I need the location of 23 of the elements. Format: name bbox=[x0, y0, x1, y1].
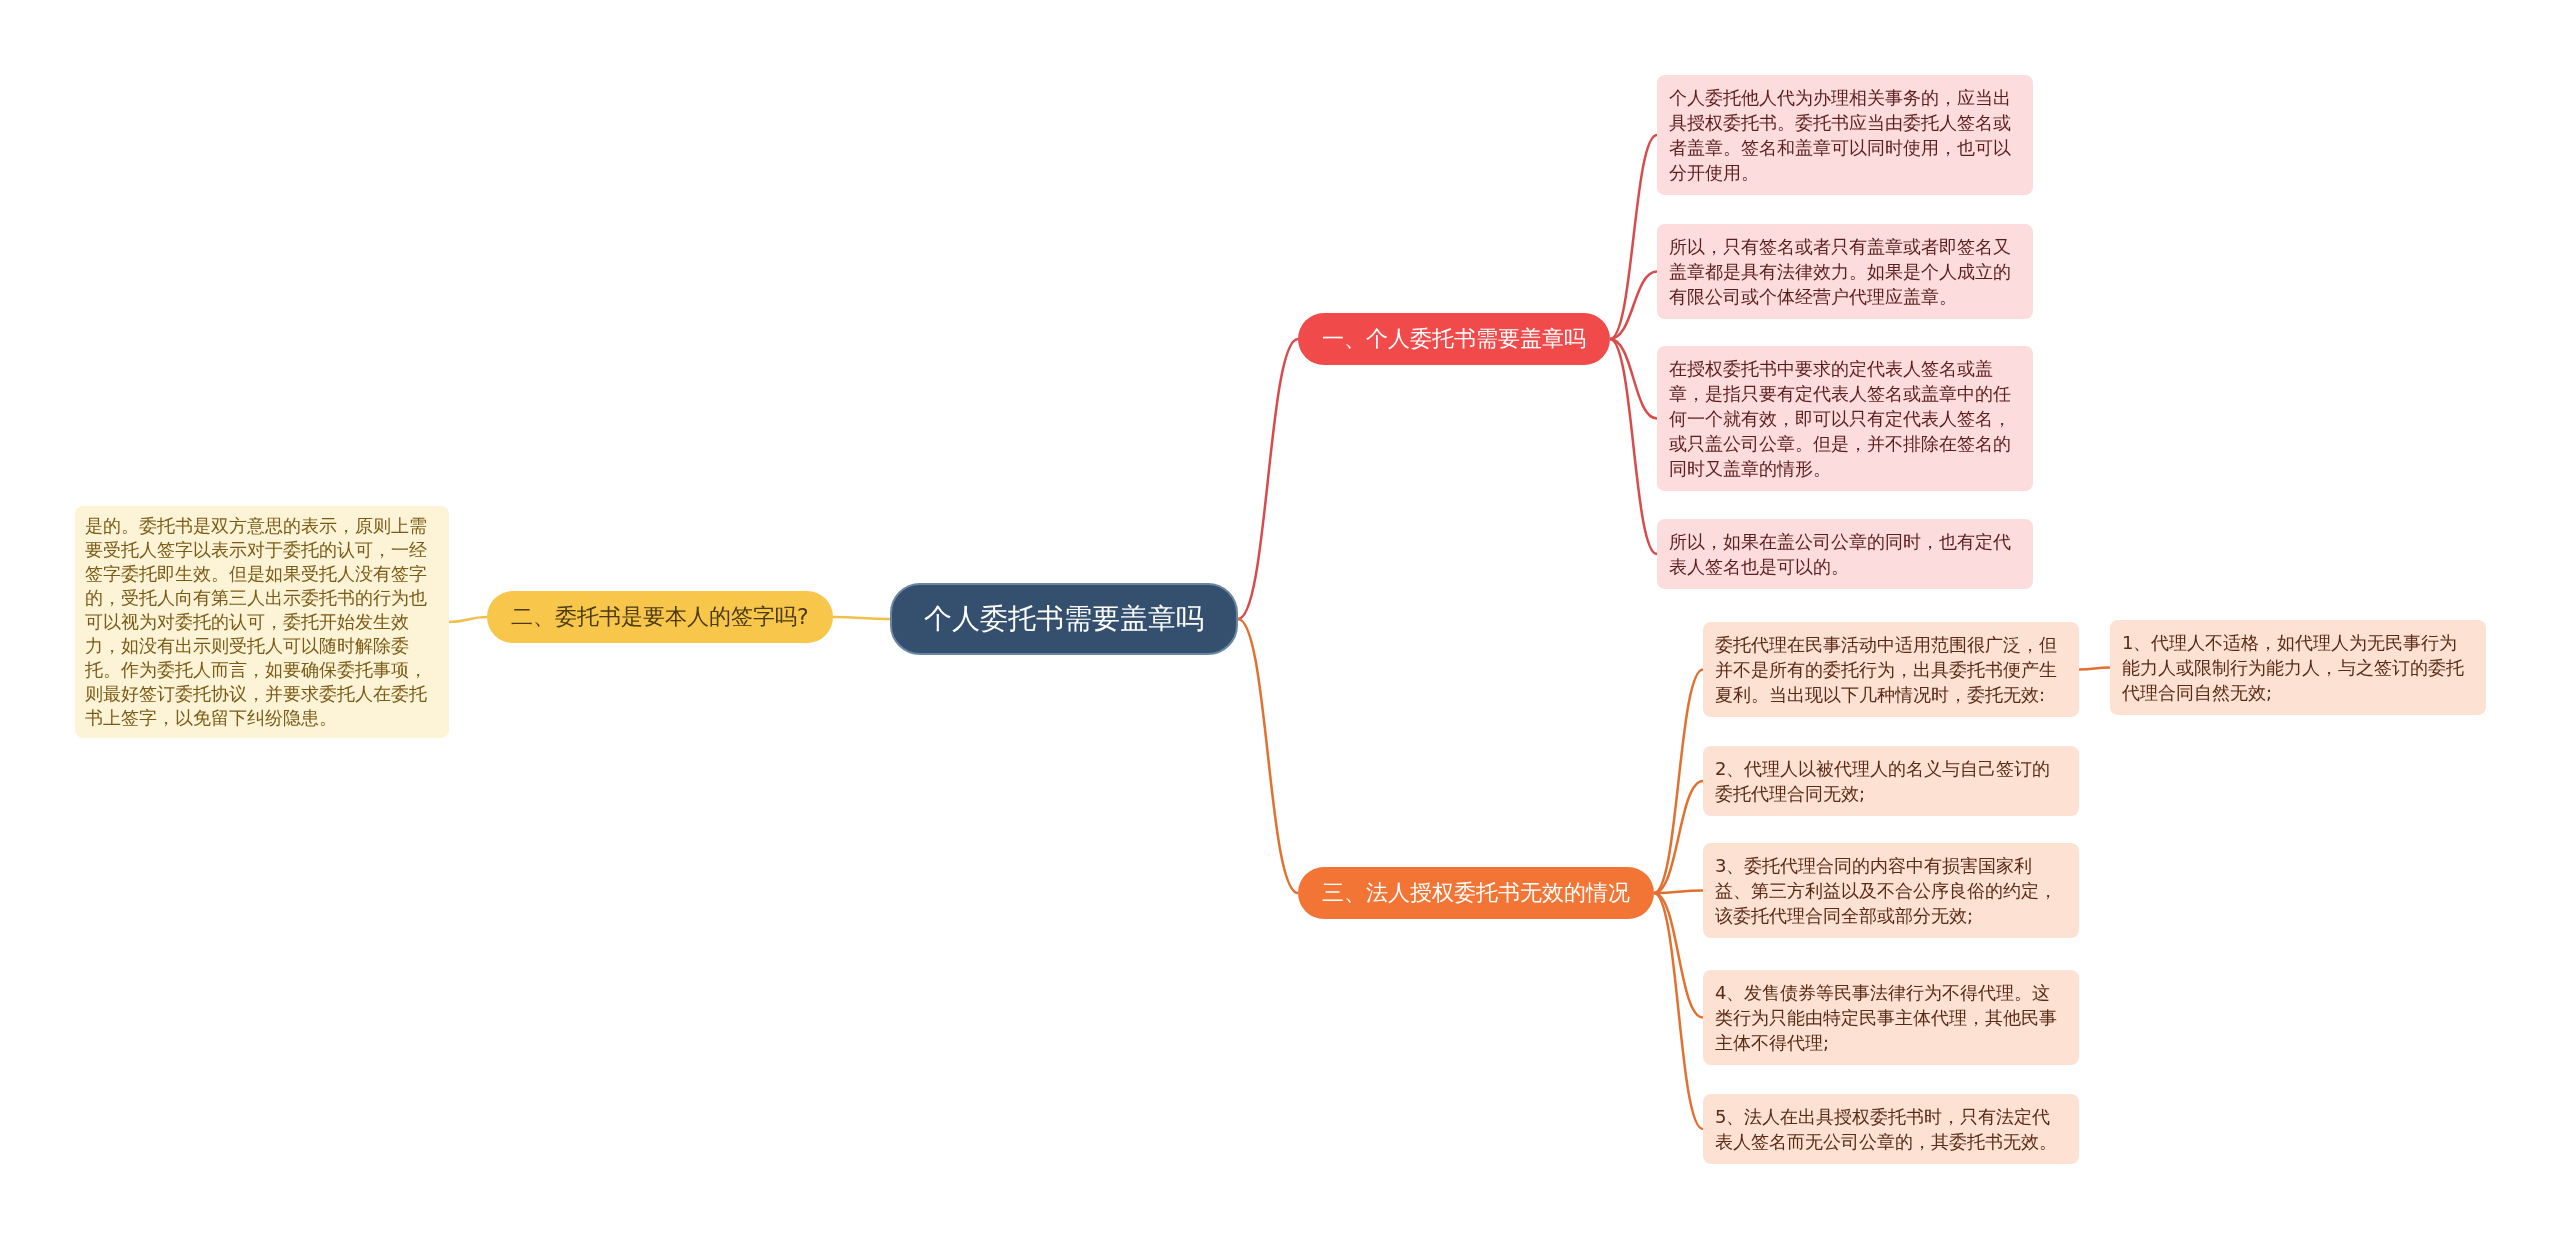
note-card: 3、委托代理合同的内容中有损害国家利益、第三方利益以及不合公序良俗的约定，该委托代理合同全部或部分无效; bbox=[1703, 843, 2079, 938]
note-card: 5、法人在出具授权委托书时，只有法定代表人签名而无公司公章的，其委托书无效。 bbox=[1703, 1094, 2079, 1164]
branch-topic: 一、个人委托书需要盖章吗 bbox=[1298, 313, 1610, 365]
note-card: 委托代理在民事活动中适用范围很广泛，但并不是所有的委托行为，出具委托书便产生夏利。当出现以下几种情况时，委托无效: bbox=[1703, 622, 2079, 717]
branch-topic: 二、委托书是要本人的签字吗? bbox=[487, 591, 833, 643]
note-card: 在授权委托书中要求的定代表人签名或盖章，是指只要有定代表人签名或盖章中的任何一个就有效，即可以只有定代表人签名，或只盖公司公章。但是，并不排除在签名的同时又盖章的情形。 bbox=[1657, 346, 2033, 491]
connector bbox=[1609, 338, 1658, 555]
connector bbox=[448, 615, 488, 624]
note-card: 所以，如果在盖公司公章的同时，也有定代表人签名也是可以的。 bbox=[1657, 519, 2033, 589]
note-card: 2、代理人以被代理人的名义与自己签订的委托代理合同无效; bbox=[1703, 746, 2079, 816]
connector bbox=[1237, 618, 1299, 894]
connector bbox=[1653, 668, 1704, 894]
note-card: 是的。委托书是双方意思的表示，原则上需要受托人签字以表示对于委托的认可，一经签字委托即生效。但是如果受托人没有签字的，受托人向有第三人出示委托书的行为也可以视为对委托的认可，委托开始发生效力，如没有出示则受托人可以随时解除委托。作为委托人而言，如要确保委托事项，则最好签订委托协议，并要求委托人在委托书上签字，以免留下纠纷隐患。 bbox=[75, 506, 449, 738]
root-topic: 个人委托书需要盖章吗 bbox=[890, 583, 1238, 655]
connector bbox=[1653, 892, 1704, 1130]
note-card: 4、发售债券等民事法律行为不得代理。这类行为只能由特定民事主体代理，其他民事主体不得代理; bbox=[1703, 970, 2079, 1065]
connector bbox=[1237, 338, 1299, 620]
note-card: 个人委托他人代为办理相关事务的，应当出具授权委托书。委托书应当由委托人签名或者盖章。签名和盖章可以同时使用，也可以分开使用。 bbox=[1657, 75, 2033, 195]
note-card: 1、代理人不适格，如代理人为无民事行为能力人或限制行为能力人，与之签订的委托代理合同自然无效; bbox=[2110, 620, 2486, 715]
branch-topic: 三、法人授权委托书无效的情况 bbox=[1298, 867, 1654, 919]
connector bbox=[833, 615, 890, 621]
note-card: 所以，只有签名或者只有盖章或者即签名又盖章都是具有法律效力。如果是个人成立的有限公司或个体经营户代理应盖章。 bbox=[1657, 224, 2033, 319]
connector bbox=[2079, 666, 2110, 671]
